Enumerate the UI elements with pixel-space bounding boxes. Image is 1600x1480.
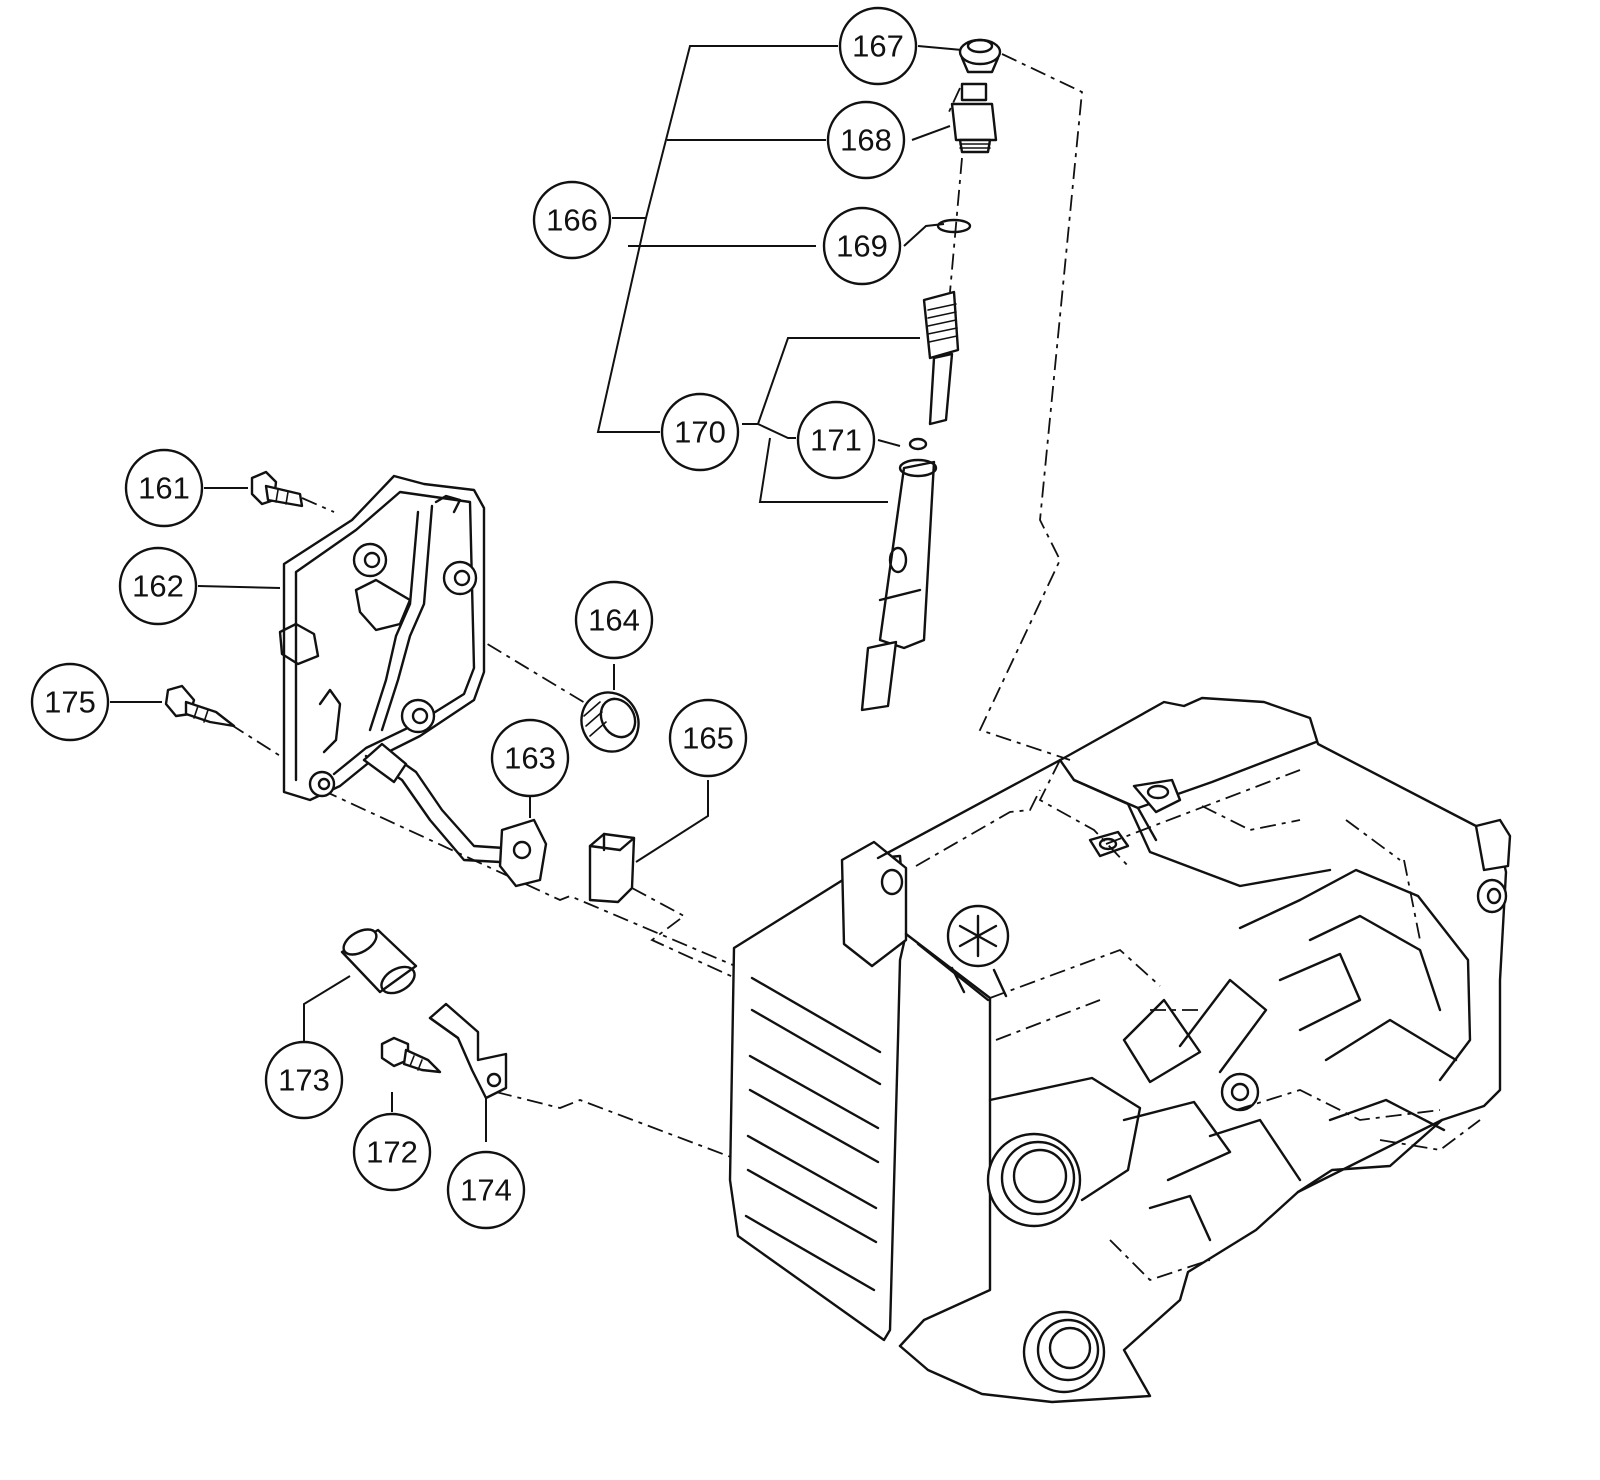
callout-172: 172 xyxy=(352,1112,432,1192)
callout-168: 168 xyxy=(826,100,906,180)
callout-label-168: 168 xyxy=(840,123,892,158)
pad-165 xyxy=(588,832,636,904)
seal-ring-164 xyxy=(580,691,640,753)
callout-label-175: 175 xyxy=(44,685,96,720)
callout-label-161: 161 xyxy=(138,471,190,506)
bushing-173 xyxy=(340,928,418,995)
callout-label-164: 164 xyxy=(588,603,640,638)
callout-label-170: 170 xyxy=(674,415,726,450)
callout-164: 164 xyxy=(574,580,654,660)
callout-175: 175 xyxy=(30,662,110,742)
screw-175 xyxy=(164,684,236,728)
bolt-161 xyxy=(250,470,304,508)
callout-label-167: 167 xyxy=(852,29,904,64)
cover-plate-162 xyxy=(278,474,486,802)
bracket-174 xyxy=(428,1002,508,1100)
callout-label-166: 166 xyxy=(546,203,598,238)
callout-165: 165 xyxy=(668,698,748,778)
callout-167: 167 xyxy=(838,6,918,86)
callout-label-165: 165 xyxy=(682,721,734,756)
callout-166: 166 xyxy=(532,180,612,260)
callout-171: 171 xyxy=(796,400,876,480)
callout-174: 174 xyxy=(446,1150,526,1230)
callout-161: 161 xyxy=(124,448,204,528)
pump-stack-166 xyxy=(860,38,1002,712)
leader-lines xyxy=(110,45,963,1142)
callout-label-163: 163 xyxy=(504,741,556,776)
callouts: 161 162 163 164 165 166 167 168 xyxy=(30,6,918,1230)
callout-label-172: 172 xyxy=(366,1135,418,1170)
callout-162: 162 xyxy=(118,546,198,626)
callout-173: 173 xyxy=(264,1040,344,1120)
callout-label-162: 162 xyxy=(132,569,184,604)
callout-170: 170 xyxy=(660,392,740,472)
callout-169: 169 xyxy=(822,206,902,286)
callout-label-174: 174 xyxy=(460,1173,512,1208)
callout-label-173: 173 xyxy=(278,1063,330,1098)
callout-label-169: 169 xyxy=(836,229,888,264)
screw-172 xyxy=(380,1036,442,1074)
crankcase-housing xyxy=(728,696,1512,1404)
oil-hose-163 xyxy=(362,742,548,888)
callout-label-171: 171 xyxy=(810,423,862,458)
callout-163: 163 xyxy=(490,718,570,798)
